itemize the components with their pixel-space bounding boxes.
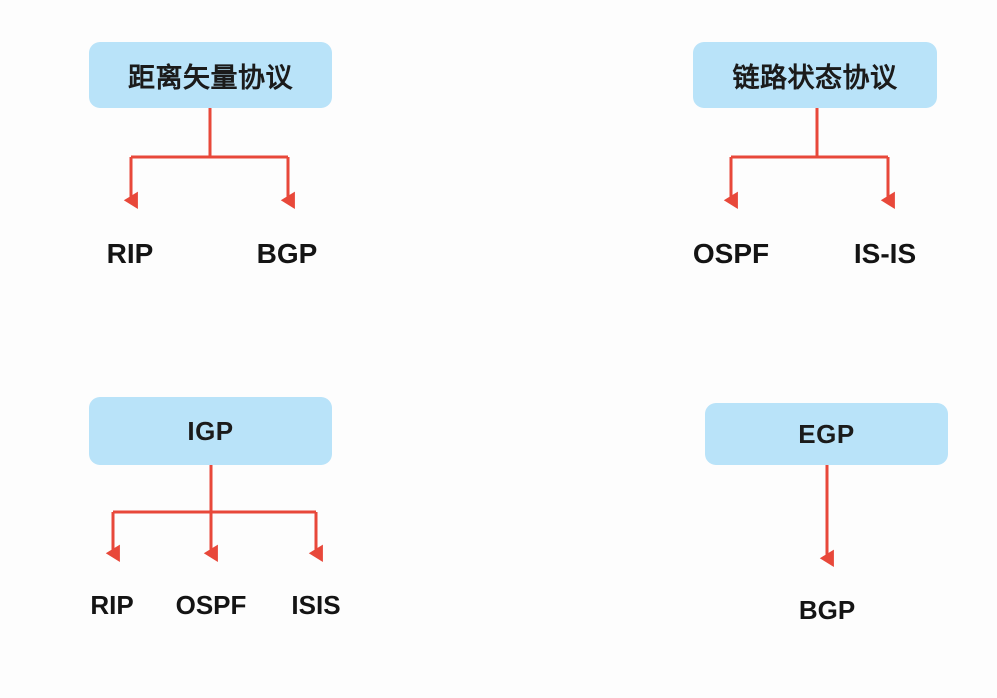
connector-link-state (723, 108, 895, 209)
node-box-link-state[interactable]: 链路状态协议 (693, 42, 937, 108)
leaf-label-bgp-egp: BGP (798, 595, 856, 625)
leaf-label-rip-igp: RIP (90, 590, 134, 620)
node-label-distance-vector: 距离矢量协议 (128, 62, 293, 93)
leaf-label-ospf-igp: OSPF (175, 590, 247, 620)
node-label-egp: EGP (798, 418, 855, 449)
node-box-igp[interactable]: IGP (89, 397, 332, 465)
leaf-label-rip-dv: RIP (106, 238, 154, 269)
node-label-igp: IGP (187, 415, 234, 446)
leaf-label-isis-ls: IS-IS (853, 238, 917, 269)
leaf-label-isis-igp: ISIS (291, 590, 341, 620)
connector-distance-vector (123, 108, 295, 209)
connector-igp (105, 465, 323, 562)
leaf-label-ospf-ls: OSPF (692, 238, 770, 269)
node-box-egp[interactable]: EGP (705, 403, 948, 465)
node-label-link-state: 链路状态协议 (732, 62, 898, 93)
leaf-label-bgp-dv: BGP (256, 238, 318, 269)
node-box-distance-vector[interactable]: 距离矢量协议 (89, 42, 332, 108)
